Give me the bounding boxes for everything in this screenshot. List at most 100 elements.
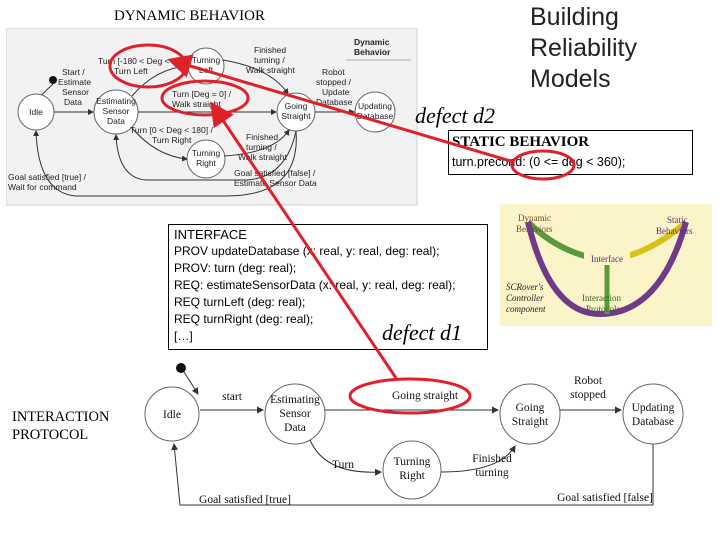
interaction-protocol-diagram: Idle Estimating Sensor Data Going Straig… bbox=[144, 363, 684, 506]
interaction-protocol-heading: INTERACTION PROTOCOL bbox=[12, 408, 109, 444]
transition-label: Turn [0 < Deg < 180] / bbox=[130, 125, 213, 135]
triangle-label: Interface bbox=[591, 254, 623, 264]
transition-label: Estimate Sensor Data bbox=[234, 178, 317, 188]
state-label: Going bbox=[285, 101, 308, 111]
state-label: Straight bbox=[281, 111, 311, 121]
transition-label: Walk straight bbox=[238, 152, 287, 162]
state-estimating: Estimating Sensor Data bbox=[264, 383, 326, 445]
title-line: Reliability bbox=[530, 34, 637, 62]
state-label: Estimating bbox=[96, 96, 136, 106]
transition-label: Database bbox=[316, 97, 353, 107]
state-going-straight: Going Straight bbox=[499, 383, 561, 445]
transition-arrow bbox=[171, 443, 654, 506]
transition-label: Finished bbox=[254, 45, 286, 55]
transition-label: Turn [Deg = 0] / bbox=[172, 89, 232, 99]
corner-label: Dynamic bbox=[354, 37, 390, 47]
transition-label: turning / bbox=[254, 55, 285, 65]
state-idle: Idle bbox=[144, 386, 200, 442]
triangle-edge-purple bbox=[525, 221, 689, 318]
transition-label: stopped / bbox=[316, 77, 352, 87]
state-label: Sensor bbox=[279, 408, 310, 420]
triangle-label: Behaviors bbox=[516, 224, 553, 234]
transition-label: Going straight bbox=[392, 390, 459, 402]
transition-label: Robot bbox=[574, 375, 603, 387]
state-label: Straight bbox=[512, 416, 549, 428]
state-label: Going bbox=[516, 402, 545, 414]
transition-label: start bbox=[222, 391, 243, 403]
triangle-label: Static bbox=[667, 215, 688, 225]
initial-state-dot bbox=[49, 76, 57, 84]
state-label: Right bbox=[399, 470, 425, 482]
state-turning-right: Turning Right bbox=[382, 440, 442, 500]
model-triangle-diagram: Dynamic Behaviors Static Behaviors Inter… bbox=[500, 204, 712, 326]
dynamic-behavior-heading: DYNAMIC BEHAVIOR bbox=[114, 8, 265, 24]
transition-label: Walk straight bbox=[246, 65, 295, 75]
triangle-label: Controller bbox=[506, 293, 544, 303]
state-label: Turning bbox=[192, 148, 221, 158]
transition-label: Goal satisfied [true] bbox=[199, 494, 291, 506]
corner-label: Behavior bbox=[354, 47, 391, 57]
triangle-label: SCRover's bbox=[506, 282, 544, 292]
transition-label: Turn Right bbox=[152, 135, 192, 145]
state-label: Data bbox=[107, 116, 125, 126]
transition-label: Data bbox=[64, 97, 82, 107]
state-label: Idle bbox=[29, 107, 43, 117]
state-label: Turning bbox=[192, 55, 221, 65]
heading-line: INTERACTION bbox=[12, 409, 110, 425]
state-updating: Updating Database bbox=[354, 91, 396, 133]
title-line: Models bbox=[530, 65, 611, 93]
transition-label: Walk straight bbox=[172, 99, 221, 109]
interface-line: REQ turnLeft (deg: real); bbox=[174, 295, 306, 309]
heading-line: PROTOCOL bbox=[12, 427, 89, 443]
transition-label: Turn bbox=[332, 459, 354, 471]
defect-d2-label: defect d2 bbox=[415, 103, 496, 128]
interface-title: INTERFACE bbox=[174, 227, 247, 242]
state-label: Updating bbox=[358, 101, 392, 111]
interface-line: PROV: turn (deg: real); bbox=[174, 261, 297, 275]
defect-d1-label: defect d1 bbox=[382, 320, 463, 345]
transition-label: Finished bbox=[246, 132, 278, 142]
transition-label: Goal satisfied [true] / bbox=[8, 172, 87, 182]
transition-label: Goal satisfied [false] bbox=[557, 492, 653, 504]
state-label: Left bbox=[199, 65, 214, 75]
transition-label: turning bbox=[475, 467, 508, 479]
transition-label: Turn [-180 < Deg < 0] / bbox=[98, 56, 184, 66]
transition-label: Wait for command bbox=[8, 182, 77, 192]
interface-line: REQ: estimateSensorData (x: real, y: rea… bbox=[174, 278, 456, 292]
transition-label: turning / bbox=[246, 142, 277, 152]
transition-label: Goal satisfied [false] / bbox=[234, 168, 316, 178]
initial-state-dot bbox=[176, 363, 186, 373]
triangle-label: Interaction bbox=[582, 293, 621, 303]
state-going-straight: Going Straight bbox=[276, 92, 316, 132]
transition-label: Finished bbox=[472, 453, 512, 465]
state-turning-left: Turning Left bbox=[187, 47, 225, 85]
transition-label: Robot bbox=[322, 67, 345, 77]
slide-title: Building Reliability Models bbox=[530, 2, 720, 95]
static-precondition: turn.precond: (0 <= deg < 360); bbox=[452, 155, 626, 169]
state-turning-right: Turning Right bbox=[186, 139, 226, 179]
triangle-label: Dynamic bbox=[518, 213, 551, 223]
dynamic-behavior-diagram: Dynamic Behavior Idle Estimating Sensor … bbox=[6, 28, 418, 206]
state-label: Turning bbox=[394, 456, 431, 468]
transition-arrow bbox=[309, 439, 382, 476]
state-label: Database bbox=[357, 111, 394, 121]
triangle-label: Protocols bbox=[586, 304, 620, 314]
interface-label-bg bbox=[584, 251, 630, 265]
state-updating: Updating Database bbox=[622, 383, 684, 445]
transition-label: stopped bbox=[570, 389, 606, 401]
triangle-label: component bbox=[506, 304, 546, 314]
transition-label: Turn Left bbox=[114, 66, 148, 76]
interface-line: PROV updateDatabase (x: real, y: real, d… bbox=[174, 244, 440, 258]
state-label: Data bbox=[284, 422, 306, 434]
initial-arrow bbox=[183, 371, 199, 395]
transition-arrow bbox=[440, 445, 516, 473]
triangle-label: Behaviors bbox=[656, 226, 693, 236]
static-behavior-heading: STATIC BEHAVIOR bbox=[452, 134, 590, 150]
transition-label: Sensor bbox=[62, 87, 89, 97]
state-label: Right bbox=[196, 158, 216, 168]
interface-line: […] bbox=[174, 329, 193, 343]
state-idle: Idle bbox=[17, 93, 55, 131]
transition-label: Estimate bbox=[58, 77, 91, 87]
state-estimating: Estimating Sensor Data bbox=[93, 89, 139, 135]
transition-label: Start / bbox=[62, 67, 85, 77]
